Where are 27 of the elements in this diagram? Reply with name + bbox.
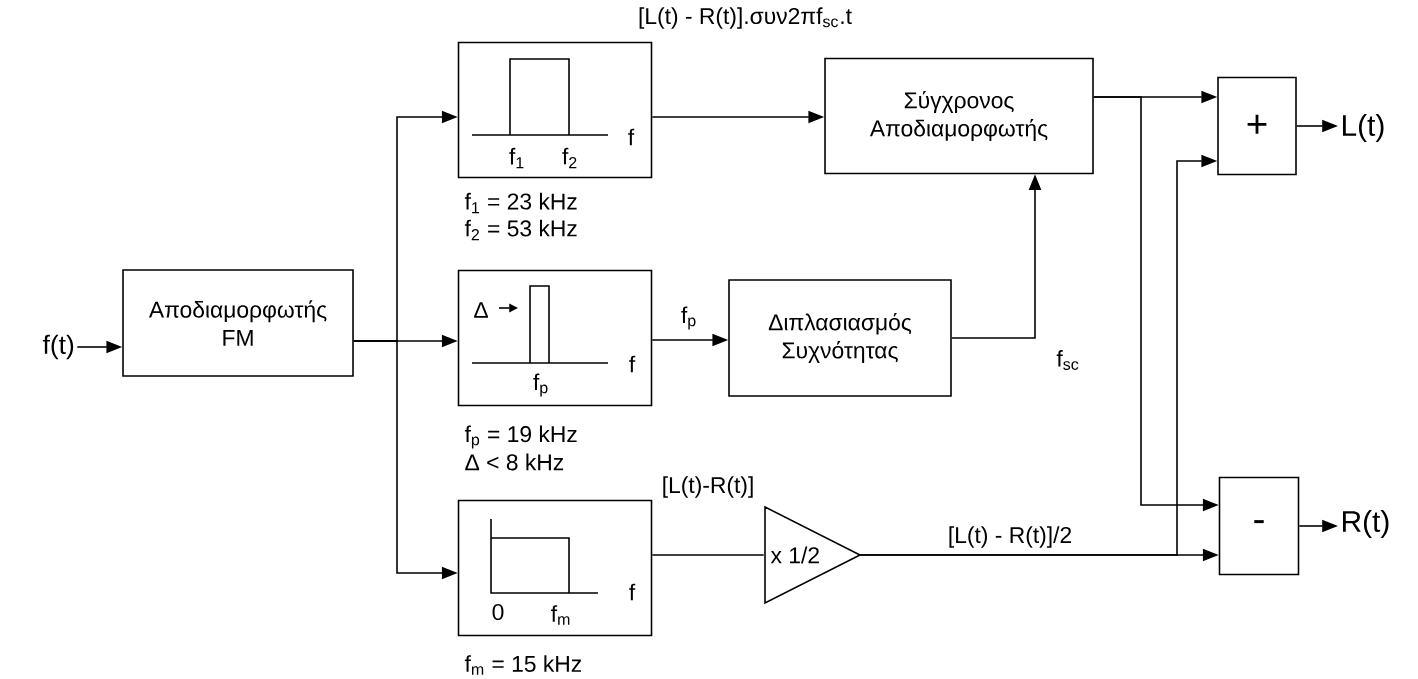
parameter-text: f$_{1}$ = 23 kHz xyxy=(464,192,577,214)
parameter-text: Δ < 8 kHz xyxy=(465,453,564,471)
axis-label: f xyxy=(629,583,636,601)
parameter-text: f$_{m}$ = 15 kHz xyxy=(464,655,582,675)
output-label: R(t) xyxy=(1343,510,1389,538)
axis-label: 0 xyxy=(492,603,504,621)
signal-label: [L(t) - R(t)].συν2πf$_{sc}$.t xyxy=(639,7,852,29)
block-box: Διπλασιασμός Συχνότητας xyxy=(728,279,952,397)
edge-label: f$_{sc}$ xyxy=(1054,348,1082,372)
axis-label: f xyxy=(628,128,635,146)
axis-label: f xyxy=(629,355,636,373)
input-label: f(t) xyxy=(42,334,74,360)
block-box: Αποδιαμορφωτής FM xyxy=(122,269,354,377)
sum-box: - xyxy=(1218,476,1300,576)
parameter-text: f$_{p}$ = 19 kHz xyxy=(464,425,577,449)
axis-label: f$_{2}$ xyxy=(562,147,577,169)
block-box: Σύγχρονος Αποδιαμορφωτής xyxy=(824,57,1094,175)
parameter-text: f$_{2}$ = 53 kHz xyxy=(464,219,577,241)
sum-box: + xyxy=(1217,76,1297,176)
edge-label: [L(t) - R(t)]/2 xyxy=(946,524,1074,550)
axis-label: f$_{p}$ xyxy=(533,373,548,397)
signal-label: [L(t)-R(t)] xyxy=(663,476,753,498)
axis-label: f$_{m}$ xyxy=(551,605,570,625)
axis-label: f$_{1}$ xyxy=(509,147,524,169)
axis-label: Δ xyxy=(474,302,488,318)
output-label: L(t) xyxy=(1343,114,1384,142)
edge-label: f$_{p}$ xyxy=(679,304,699,332)
